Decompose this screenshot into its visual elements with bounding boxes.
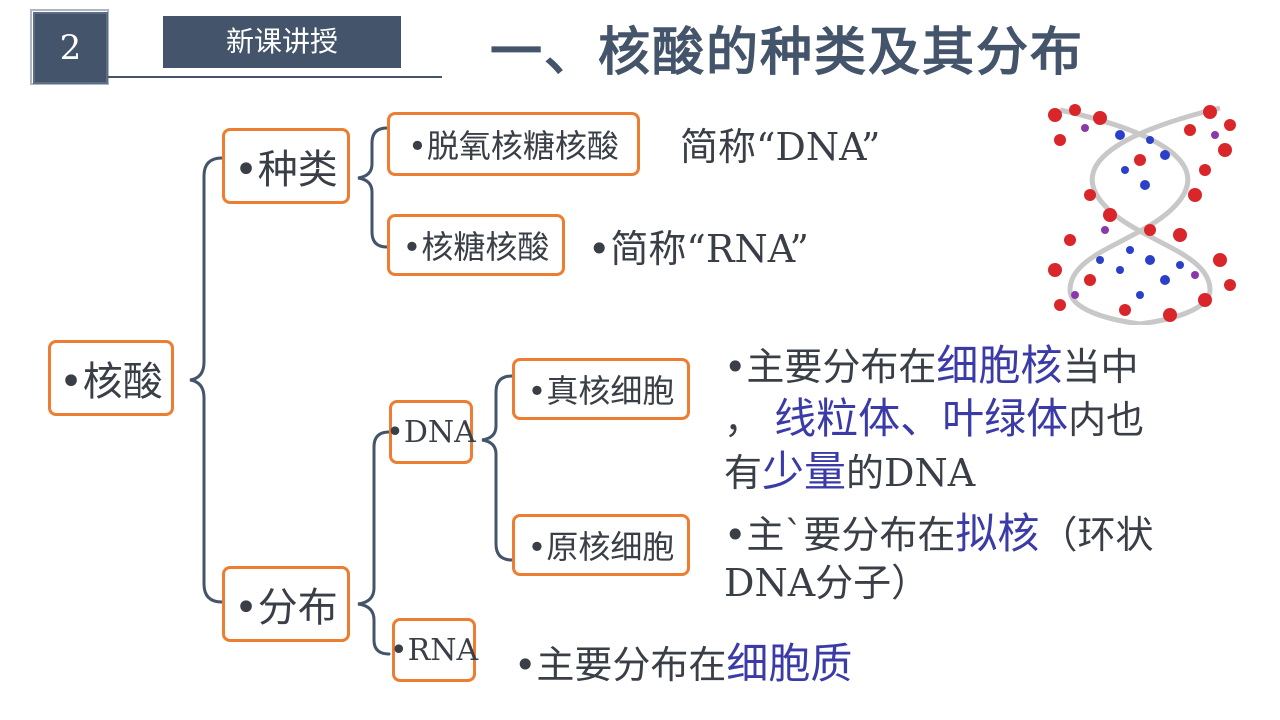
highlight-small-amount: 少量 bbox=[762, 447, 847, 496]
distribution-rna-label: •RNA bbox=[389, 632, 479, 668]
highlight-nucleoid: 拟核 bbox=[955, 509, 1040, 558]
dna-abbrev-note: 简称“DNA” bbox=[680, 125, 881, 169]
eukaryote-description: •主要分布在细胞核当中 ， 线粒体、叶绿体内也 有少量的DNA bbox=[724, 341, 1145, 496]
rna-description: •主要分布在细胞质 bbox=[514, 639, 853, 688]
prokaryote-description: •主`要分布在拟核（环状 DNA分子） bbox=[724, 509, 1154, 606]
types-box: •种类 bbox=[222, 128, 350, 204]
dna-type-box: •脱氧核糖核酸 bbox=[387, 112, 640, 176]
distribution-dna-box: •DNA bbox=[386, 400, 476, 464]
root-label: •核酸 bbox=[59, 359, 163, 405]
highlight-cytoplasm: 细胞质 bbox=[726, 639, 853, 688]
distribution-label: •分布 bbox=[234, 585, 338, 631]
prokaryote-box: •原核细胞 bbox=[512, 514, 690, 576]
dna-double-helix-image bbox=[1030, 100, 1242, 325]
root-bracket bbox=[189, 156, 224, 604]
rna-type-label: •核糖核酸 bbox=[402, 228, 550, 266]
types-label: •种类 bbox=[234, 147, 338, 193]
rna-abbrev-note: •简称“RNA” bbox=[588, 227, 809, 271]
highlight-nucleus: 细胞核 bbox=[936, 341, 1063, 390]
distribution-bracket bbox=[357, 430, 391, 656]
rna-type-box: •核糖核酸 bbox=[387, 214, 565, 276]
section-tag: 新课讲授 bbox=[163, 16, 401, 68]
eukaryote-box: •真核细胞 bbox=[512, 358, 690, 420]
distribution-box: •分布 bbox=[222, 566, 350, 642]
dna-type-label: •脱氧核糖核酸 bbox=[408, 127, 619, 165]
root-box-nucleic-acid: •核酸 bbox=[48, 340, 174, 416]
prokaryote-label: •原核细胞 bbox=[527, 528, 675, 566]
eukaryote-label: •真核细胞 bbox=[527, 372, 675, 410]
slide-number: 2 bbox=[30, 9, 109, 85]
distribution-dna-label: •DNA bbox=[386, 414, 476, 450]
types-bracket bbox=[357, 126, 389, 249]
dna-bracket bbox=[481, 374, 514, 562]
section-underline bbox=[108, 76, 442, 78]
highlight-organelles: 线粒体、叶绿体 bbox=[774, 394, 1069, 443]
distribution-rna-box: •RNA bbox=[389, 618, 479, 682]
page-title: 一、核酸的种类及其分布 bbox=[490, 23, 1085, 83]
